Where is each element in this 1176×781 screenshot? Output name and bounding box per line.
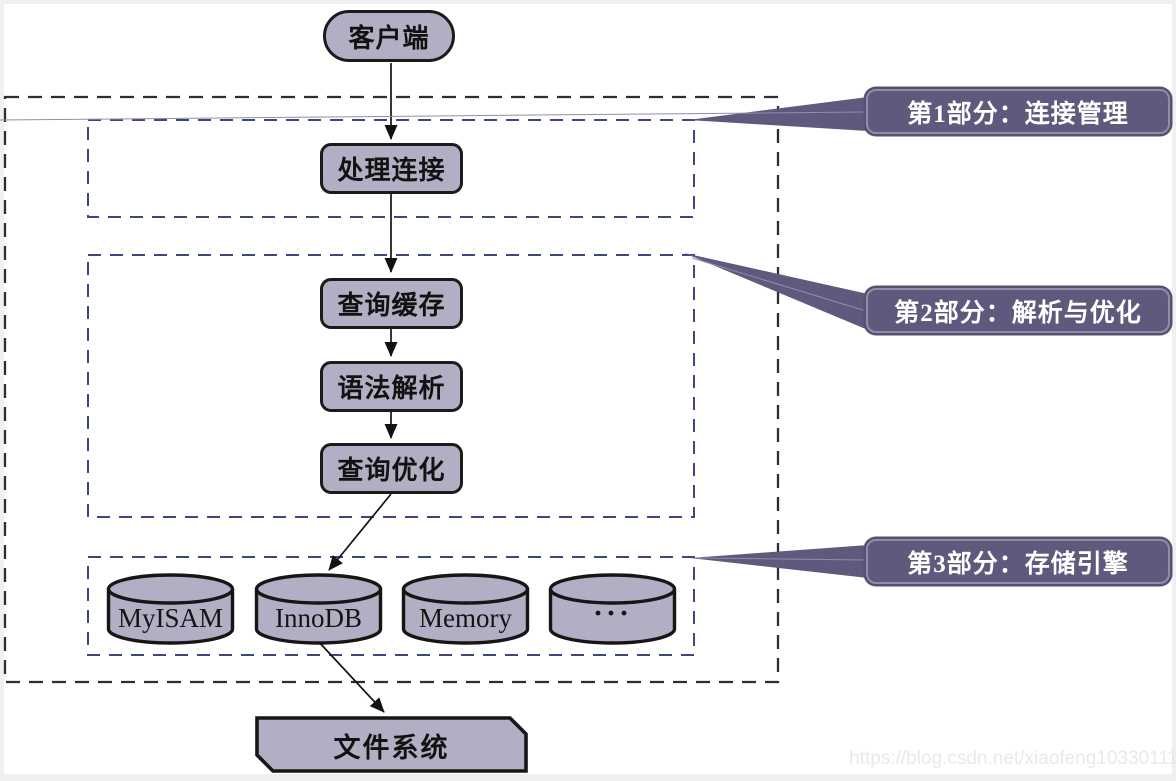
query-cache-label: 查询缓存: [337, 291, 446, 320]
handle-connection-node: 处理连接: [320, 143, 463, 194]
watermark-url: https://blog.csdn.net/xiaofeng10330111: [849, 748, 1176, 769]
callout-tail-part3: [690, 545, 868, 578]
engine-label-myisam: MyISAM: [117, 602, 224, 633]
engine-cylinder-memory: [401, 573, 530, 645]
outer-dashed-region: [3, 95, 780, 684]
callout-tail-part1: [0, 97, 868, 131]
callout-part1: 第1部分：连接管理: [866, 89, 1170, 134]
syntax-parse-node: 语法解析: [320, 361, 463, 412]
callout-part3-label: 第3部分：存储引擎: [907, 550, 1129, 578]
engine-label-memory: Memory: [419, 602, 512, 633]
client-node-label: 客户端: [348, 23, 430, 53]
callout-part1-label: 第1部分：连接管理: [907, 100, 1129, 128]
client-node: 客户端: [323, 10, 455, 62]
callout-part2: 第2部分：解析与优化: [866, 288, 1170, 333]
engine-cylinder-innodb: [254, 573, 383, 645]
file-system-label: 文件系统: [333, 732, 450, 763]
syntax-parse-label: 语法解析: [337, 374, 446, 403]
engine-cylinder-others: [548, 573, 677, 645]
engine-label-others: ···: [592, 597, 632, 630]
handle-connection-label: 处理连接: [337, 156, 446, 185]
callout-part2-label: 第2部分：解析与优化: [894, 299, 1142, 327]
arrow-engine-to-filesystem: [317, 640, 385, 713]
file-system-shape: [255, 716, 528, 773]
query-optimize-label: 查询优化: [337, 456, 446, 485]
engine-label-innodb: InnoDB: [275, 602, 362, 633]
parse-optimize-region: [87, 254, 695, 518]
callout-part3: 第3部分：存储引擎: [866, 539, 1170, 584]
engine-cylinder-myisam: [106, 573, 235, 645]
query-cache-node: 查询缓存: [320, 278, 463, 329]
query-optimize-node: 查询优化: [320, 443, 463, 494]
arrow-optimize-to-engine: [328, 493, 392, 571]
callout-tail-part2: [684, 253, 868, 330]
